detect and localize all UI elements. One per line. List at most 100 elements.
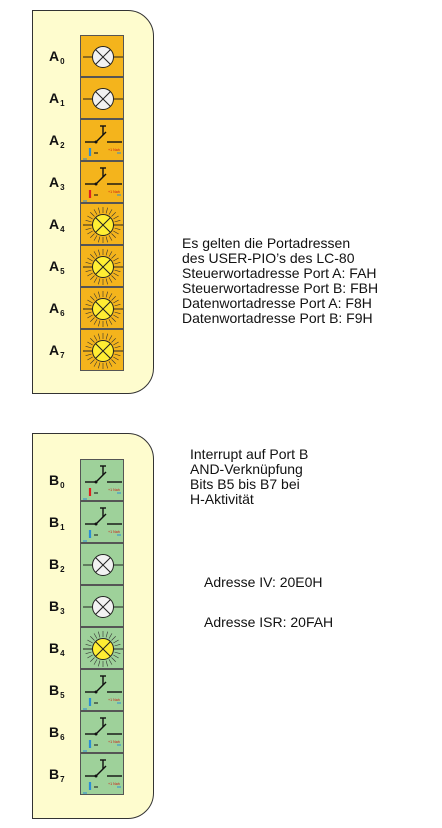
lamp-cell bbox=[80, 35, 124, 77]
bit-label: B0 bbox=[49, 472, 75, 494]
port-letter: B bbox=[49, 598, 60, 614]
info-line: Datenwortadresse Port A: F8H bbox=[182, 295, 372, 311]
bit-label: A3 bbox=[49, 174, 75, 196]
lamp-cell bbox=[80, 245, 124, 287]
pushbutton-icon: +1 Nah bbox=[83, 759, 122, 794]
lamp-cell bbox=[80, 627, 124, 669]
bit-index: 1 bbox=[60, 523, 65, 532]
lamp-off-icon bbox=[83, 46, 123, 68]
bit-index: 3 bbox=[60, 607, 65, 616]
port-letter: B bbox=[49, 724, 60, 740]
bit-index: 4 bbox=[60, 649, 65, 658]
lamp-cell bbox=[80, 585, 124, 627]
port-letter: A bbox=[49, 216, 60, 232]
info-line: des USER-PIO’s des LC-80 bbox=[182, 250, 355, 266]
switch-cell[interactable]: +1 Nah bbox=[80, 119, 124, 161]
bit-index: 2 bbox=[60, 565, 65, 574]
port-letter: B bbox=[49, 556, 60, 572]
info-line: AND-Verknüpfung bbox=[190, 461, 303, 477]
pushbutton-icon: +1 Nah bbox=[83, 507, 122, 542]
switch-cell[interactable]: +1 Nah bbox=[80, 459, 124, 501]
port-letter: A bbox=[49, 48, 60, 64]
port-letter: B bbox=[49, 766, 60, 782]
bit-label: B6 bbox=[49, 724, 75, 746]
bit-index: 6 bbox=[60, 309, 65, 318]
bit-label: B1 bbox=[49, 514, 75, 536]
bit-label: B7 bbox=[49, 766, 75, 788]
bit-index: 2 bbox=[60, 141, 65, 150]
info-line: H-Aktivität bbox=[190, 491, 254, 507]
info-line: Steuerwortadresse Port A: FAH bbox=[182, 265, 377, 281]
switch-cell[interactable]: +1 Nah bbox=[80, 501, 124, 543]
bit-label: B4 bbox=[49, 640, 75, 662]
bit-label: A1 bbox=[49, 90, 75, 112]
bit-label: A6 bbox=[49, 300, 75, 322]
svg-text:+1 Nah: +1 Nah bbox=[108, 190, 120, 194]
lamp-cell bbox=[80, 543, 124, 585]
svg-text:+1 Nah: +1 Nah bbox=[108, 782, 120, 786]
bit-index: 3 bbox=[60, 183, 65, 192]
svg-text:+1 Nah: +1 Nah bbox=[108, 698, 120, 702]
port-letter: A bbox=[49, 174, 60, 190]
lamp-on-icon bbox=[83, 631, 123, 667]
bit-index: 0 bbox=[60, 57, 65, 66]
lamp-on-icon bbox=[83, 207, 123, 243]
pushbutton-icon: +1 Nah bbox=[83, 465, 122, 500]
bit-label: B2 bbox=[49, 556, 75, 578]
lamp-off-icon bbox=[83, 88, 123, 110]
switch-cell[interactable]: +1 Nah bbox=[80, 669, 124, 711]
info-line: Bits B5 bis B7 bei bbox=[190, 476, 300, 492]
lamp-off-icon bbox=[83, 554, 123, 576]
address-isr: Adresse ISR: 20FAH bbox=[204, 614, 334, 630]
lamp-cell bbox=[80, 203, 124, 245]
svg-text:+1 Nah: +1 Nah bbox=[108, 488, 120, 492]
svg-text:+1 Nah: +1 Nah bbox=[108, 740, 120, 744]
port-letter: A bbox=[49, 132, 60, 148]
address-iv: Adresse IV: 20E0H bbox=[204, 574, 323, 590]
bit-label: B3 bbox=[49, 598, 75, 620]
bit-label: A2 bbox=[49, 132, 75, 154]
bit-label: A7 bbox=[49, 342, 75, 364]
pushbutton-icon: +1 Nah bbox=[83, 167, 122, 202]
info-line: Steuerwortadresse Port B: FBH bbox=[182, 280, 379, 296]
svg-text:+1 Nah: +1 Nah bbox=[108, 148, 120, 152]
bit-index: 7 bbox=[60, 351, 65, 360]
bit-index: 0 bbox=[60, 481, 65, 490]
bit-label: A4 bbox=[49, 216, 75, 238]
port-letter: A bbox=[49, 90, 60, 106]
lamp-off-icon bbox=[83, 596, 123, 618]
info-line: Es gelten die Portadressen bbox=[182, 235, 351, 251]
svg-text:+1 Nah: +1 Nah bbox=[108, 530, 120, 534]
bit-index: 1 bbox=[60, 99, 65, 108]
info-line: Interrupt auf Port B bbox=[190, 446, 309, 462]
lamp-cell bbox=[80, 77, 124, 119]
port-letter: A bbox=[49, 258, 60, 274]
lamp-on-icon bbox=[83, 333, 123, 369]
port-letter: B bbox=[49, 514, 60, 530]
bit-label: A5 bbox=[49, 258, 75, 280]
lamp-cell bbox=[80, 287, 124, 329]
port-letter: A bbox=[49, 300, 60, 316]
port-letter: B bbox=[49, 640, 60, 656]
info-line: Datenwortadresse Port B: F9H bbox=[182, 310, 373, 326]
bit-index: 5 bbox=[60, 267, 65, 276]
pushbutton-icon: +1 Nah bbox=[83, 125, 122, 160]
bit-index: 5 bbox=[60, 691, 65, 700]
pushbutton-icon: +1 Nah bbox=[83, 717, 122, 752]
bit-index: 4 bbox=[60, 225, 65, 234]
bit-index: 7 bbox=[60, 775, 65, 784]
port-letter: B bbox=[49, 682, 60, 698]
switch-cell[interactable]: +1 Nah bbox=[80, 753, 124, 795]
pushbutton-icon: +1 Nah bbox=[83, 675, 122, 710]
port-letter: A bbox=[49, 342, 60, 358]
interrupt-info: Interrupt auf Port B AND-Verknüpfung Bit… bbox=[190, 447, 308, 507]
lamp-cell bbox=[80, 329, 124, 371]
lamp-on-icon bbox=[83, 249, 123, 285]
lamp-on-icon bbox=[83, 291, 123, 327]
bit-label: A0 bbox=[49, 48, 75, 70]
switch-cell[interactable]: +1 Nah bbox=[80, 711, 124, 753]
switch-cell[interactable]: +1 Nah bbox=[80, 161, 124, 203]
port-letter: B bbox=[49, 472, 60, 488]
bit-index: 6 bbox=[60, 733, 65, 742]
port-address-info: Es gelten die Portadressen des USER-PIO’… bbox=[182, 236, 378, 326]
